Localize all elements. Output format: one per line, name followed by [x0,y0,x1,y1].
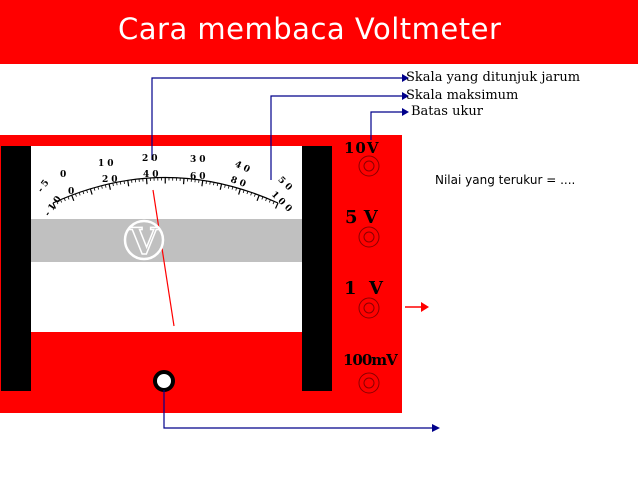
scale-tick [216,182,219,187]
scale-tick [52,202,57,209]
grey-band [31,219,302,262]
scale-tick [112,182,114,187]
scale-tick [119,181,122,185]
scale-tick [254,193,256,197]
range-label-100mv: 100mV [343,351,398,369]
scale-tick [86,189,88,193]
scale-tick [201,180,204,187]
left-side-bar [1,146,31,391]
scale-tick [93,187,96,191]
scale-tick [63,198,66,202]
leader-line-max-scale [270,95,402,180]
scale-outer-label: 20 [142,154,161,164]
scale-inner-label: 40 [143,170,162,180]
range-label-5v: 5 V [345,207,378,228]
scale-outer-label: 10 [98,159,117,169]
voltmeter-symbol: V [129,221,159,263]
scale-outer-label: 0 [60,170,67,180]
leader-arrowhead-max-scale [402,92,409,100]
scale-tick [71,194,75,202]
terminal-10v [358,155,380,177]
scale-tick [108,183,111,190]
scale-tick [238,188,241,195]
common-lead-arrowhead [432,424,440,432]
scale-tick [274,202,279,209]
range-label-1v: 1 V [344,278,384,299]
common-terminal [153,370,175,392]
scale-tick [272,201,275,205]
scale-tick [75,193,77,197]
scale-tick [127,180,130,187]
scale-tick [256,194,260,202]
scale-tick [219,183,223,190]
meter-needle [152,189,175,327]
scale-tick [265,198,268,202]
scale-tick [67,196,70,200]
slide-title: Cara membaca Voltmeter [118,12,502,46]
scale-tick [116,182,118,186]
scale-inner-label: 60 [190,172,209,182]
scale-tick [89,188,93,195]
scale-outer-label: 30 [190,155,209,165]
scale-tick [250,192,253,196]
right-side-bar [302,146,332,391]
annotation-needle-scale: Skala yang ditunjuk jarum [406,70,581,85]
scale-tick [97,186,100,190]
scale-tick [78,192,81,196]
scale-tick [213,182,215,186]
scale-tick [60,199,63,203]
leader-line-range-limit [370,111,402,140]
range-label-10v: 10V [344,139,380,157]
scale-tick [242,189,245,193]
terminal-1v [358,297,380,319]
scale-tick [261,196,264,200]
scale-tick [231,186,234,190]
scale-tick [101,185,103,189]
scale-tick [268,199,271,203]
terminal-5v [358,226,380,248]
scale-tick [235,187,237,191]
scale-inner-label: 20 [102,175,121,185]
title-bar: Cara membaca Voltmeter [0,0,638,64]
scale-tick [56,201,59,205]
leader-line-needle-scale [151,77,402,160]
annotation-max-scale: Skala maksimum [406,88,519,103]
scale-tick [104,184,107,188]
scale-inner-label: 0 [68,187,75,197]
scale-ticks [52,177,279,209]
scale-tick [82,191,85,195]
leader-arrowhead-needle-scale [402,74,409,82]
voltmeter-symbol-circle [123,219,165,261]
scale-tick [227,185,230,189]
reading-prompt: Nilai yang terukur = .... [435,173,576,187]
scale-tick [224,184,226,188]
scale-tick [246,191,249,195]
common-lead-wire [163,390,432,429]
input-arrowhead [421,302,429,312]
scale-tick [209,181,211,185]
leader-arrowhead-range-limit [402,108,409,116]
terminal-100mv [358,372,380,394]
annotation-range-limit: Batas ukur [411,104,483,119]
